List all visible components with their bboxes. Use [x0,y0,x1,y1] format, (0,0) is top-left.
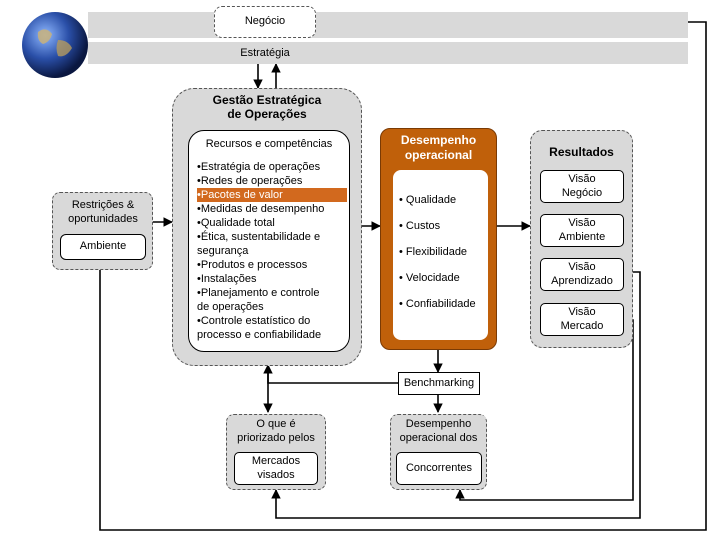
recursos-list: •Estratégia de operações •Redes de opera… [197,160,347,342]
concorrentes-box: Concorrentes [396,452,482,485]
desempenho-item: • Confiabilidade [399,298,476,310]
mercados-box: Mercados visados [234,452,318,485]
visao-negocio-box: Visão Negócio [540,170,624,203]
recursos-title: Recursos e competências [205,138,333,150]
globe-icon [22,12,88,78]
negocio-box: Negócio [214,6,316,38]
negocio-band [88,12,688,38]
desempenho-list: • Qualidade • Custos • Flexibilidade • V… [393,170,488,340]
desempenho-item: • Flexibilidade [399,246,468,258]
gestao-title: Gestão Estratégica de Operações [212,93,322,122]
visao-aprendizado-box: Visão Aprendizado [540,258,624,291]
estrategia-label: Estratégia [240,47,290,59]
resultados-title: Resultados [549,145,614,159]
recursos-panel [188,130,350,352]
desempenho-item: • Velocidade [399,272,460,284]
ambiente-box: Ambiente [60,234,146,260]
desempenho-item: • Qualidade [399,194,457,206]
recursos-item: •Estratégia de operações [197,161,321,173]
visao-mercado-box: Visão Mercado [540,303,624,336]
recursos-item-highlighted: •Pacotes de valor [197,188,347,202]
desempenho-item: • Custos [399,220,441,232]
restricoes-box: Restrições & oportunidades [58,197,148,229]
recursos-item: •Qualidade total [197,217,275,229]
recursos-item: •Produtos e processos [197,259,308,271]
desempenho-title: Desempenho operacional [400,133,477,162]
visao-ambiente-box: Visão Ambiente [540,214,624,247]
recursos-item: •Redes de operações [197,175,303,187]
recursos-item: •Controle estatístico do processo e conf… [197,315,322,341]
estrategia-band [88,42,688,64]
recursos-item: •Instalações [197,273,257,285]
recursos-item: •Planejamento e controle de operações [197,287,320,313]
recursos-item: •Medidas de desempenho [197,203,325,215]
recursos-item: •Ética, sustentabilidade e segurança [197,231,321,257]
desempenho-concorrentes-box: Desempenho operacional dos [392,416,485,448]
priorizado-box: O que é priorizado pelos [228,416,324,448]
benchmarking-box: Benchmarking [398,372,480,395]
